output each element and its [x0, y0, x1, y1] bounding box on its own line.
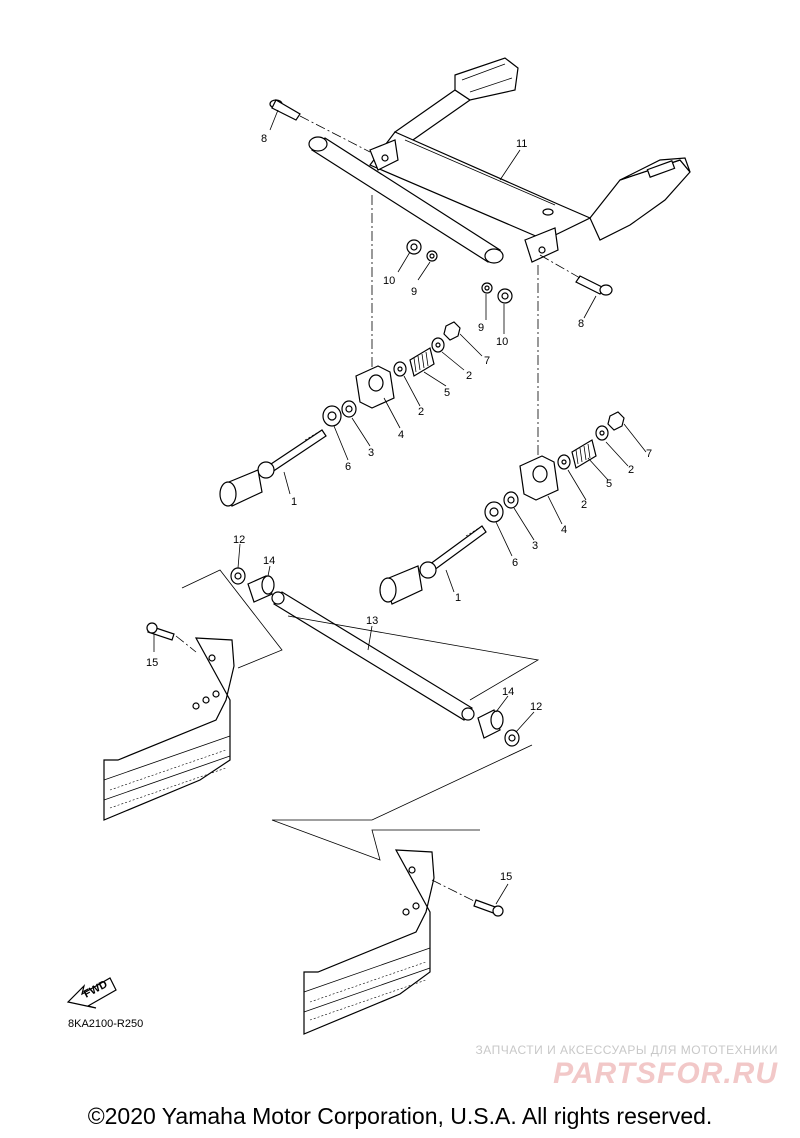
callout-2-c: 2	[628, 464, 634, 476]
callout-10-right: 10	[496, 336, 508, 348]
bolt-8-left	[269, 99, 301, 121]
diagram-code: 8KA2100-R250	[68, 1018, 144, 1030]
callout-1-left: 1	[291, 496, 297, 508]
washer-12-left	[230, 567, 246, 585]
bolt-15-right	[473, 899, 504, 917]
callout-2-b: 2	[418, 406, 424, 418]
callout-5-right: 5	[606, 478, 612, 490]
rail-right	[303, 849, 435, 1035]
shaft-13	[271, 591, 475, 721]
callouts: 8 11 10 9 9 10 8 7 2 5 2 4 3 6 1 2 7 5 2…	[146, 133, 652, 883]
callout-7-left: 7	[484, 355, 490, 367]
callout-7-right: 7	[646, 448, 652, 460]
callout-4-right: 4	[561, 524, 567, 536]
rail-left	[103, 637, 235, 821]
fwd-arrow-icon: FWD	[66, 977, 117, 1009]
callout-14-left: 14	[263, 555, 275, 567]
callout-15-right: 15	[500, 871, 512, 883]
callout-2-d: 2	[581, 499, 587, 511]
collar-14-left	[247, 575, 275, 603]
washer-10-left	[406, 239, 422, 255]
callout-10-left: 10	[383, 275, 395, 287]
nut-9-right	[481, 282, 493, 294]
watermark-tagline: ЗАПЧАСТИ И АКСЕССУАРЫ ДЛЯ МОТОТЕХНИКИ	[475, 1043, 778, 1057]
copyright-notice: ©2020 Yamaha Motor Corporation, U.S.A. A…	[87, 1103, 713, 1129]
bolt-15-left	[146, 622, 175, 641]
callout-3-left: 3	[368, 447, 374, 459]
frame-cross-member	[308, 57, 691, 264]
washer-10-right	[497, 288, 513, 304]
callout-6-left: 6	[345, 461, 351, 473]
stopper-assembly-left	[219, 321, 461, 507]
callout-14-right: 14	[502, 686, 514, 698]
bolt-8-right	[575, 275, 613, 296]
callout-8-left: 8	[261, 133, 267, 145]
callout-9-left: 9	[411, 286, 417, 298]
callout-3-right: 3	[532, 540, 538, 552]
callout-6-right: 6	[512, 557, 518, 569]
callout-4-left: 4	[398, 429, 404, 441]
callout-1-right: 1	[455, 592, 461, 604]
callout-9-right: 9	[478, 322, 484, 334]
watermark-logo: PARTSFOR.RU	[553, 1057, 778, 1090]
callout-2-a: 2	[466, 370, 472, 382]
nut-9-left	[426, 250, 438, 262]
callout-12-left: 12	[233, 534, 245, 546]
callout-leaders	[153, 109, 647, 905]
callout-8-right: 8	[578, 318, 584, 330]
stopper-assembly-right	[379, 411, 625, 605]
callout-15-left: 15	[146, 657, 158, 669]
callout-13: 13	[366, 615, 378, 627]
washer-12-right	[504, 729, 520, 747]
callout-5-left: 5	[444, 387, 450, 399]
parts-diagram: FWD 8 11 10 9	[66, 57, 691, 1035]
callout-12-right: 12	[530, 701, 542, 713]
collar-14-right	[477, 709, 504, 739]
callout-11: 11	[516, 138, 527, 150]
